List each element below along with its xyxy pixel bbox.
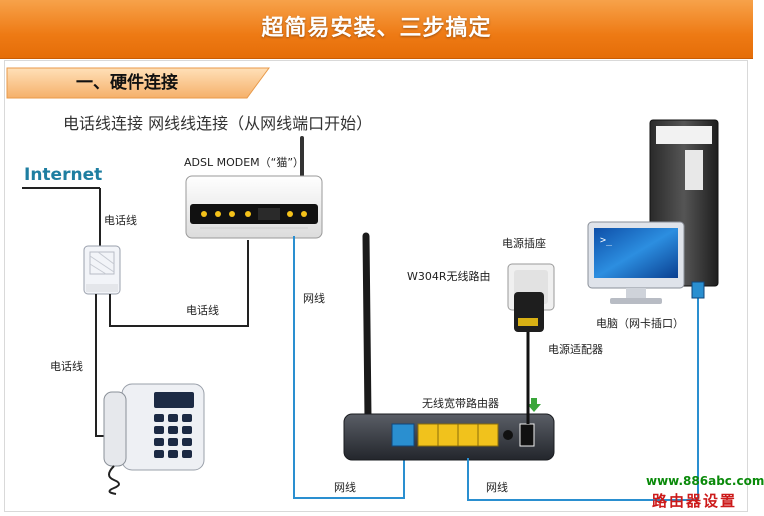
phone-splitter [83,245,121,295]
internet-line [22,187,101,246]
network-cable-label-bottom-left: 网线 [334,481,356,494]
wireless-router-label: 无线宽带路由器 [422,397,499,410]
computer: >_ [587,119,719,304]
telephone [103,383,205,495]
phone-line-label-left: 电话线 [50,360,83,373]
network-cable-router-computer [467,296,699,501]
watermark-url: www.886abc.com [646,474,764,488]
banner-title: 超简易安装、三步搞定 [261,16,492,41]
section-tab-shape [6,67,270,99]
internet-label: Internet [24,165,103,185]
modem-label: ADSL MODEM（“猫”） [184,156,305,169]
watermark-name: 路由器设置 [652,492,738,510]
phone-line-label-mid: 电话线 [186,304,219,317]
network-cable-modem-router [293,236,405,499]
content-frame [4,60,748,512]
phone-line-label-top: 电话线 [104,214,137,227]
title-banner: 超简易安装、三步搞定 [0,0,753,59]
subtitle: 电话线连接 网线线连接（从网线端口开始） [63,114,373,133]
power-adapter [514,292,544,424]
power-adapter-label: 电源适配器 [548,343,603,356]
svg-text:>_: >_ [600,235,613,246]
section-tab: 一、硬件连接 [6,67,270,99]
network-cable-label-modem: 网线 [303,292,325,305]
power-socket-label: 电源插座 [502,237,546,250]
section-label: 一、硬件连接 [76,73,178,93]
router-name-label: W304R无线路由 [407,270,491,283]
wireless-router [343,232,555,461]
phone-line-to-modem [109,240,249,327]
adsl-modem [185,136,323,239]
computer-label: 电脑（网卡插口） [596,317,684,330]
network-cable-label-bottom-right: 网线 [486,481,508,494]
